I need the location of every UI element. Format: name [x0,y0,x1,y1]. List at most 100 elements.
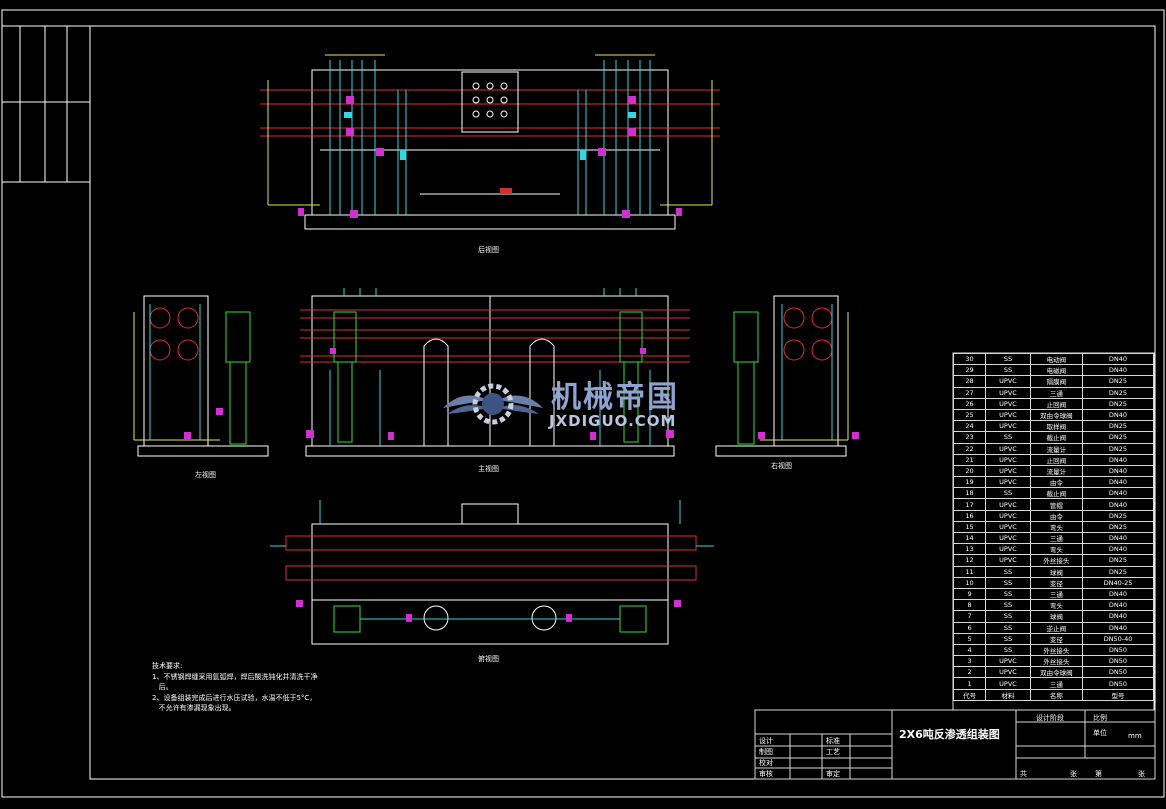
bom-no: 19 [952,476,987,489]
bom-spec: DN25 [1081,375,1155,388]
bom-material: UPVC [985,498,1031,511]
bom-spec: DN25 [1081,509,1155,522]
bom-name: 三通 [1029,386,1083,399]
bom-spec: DN40 [1081,610,1155,623]
bom-spec: DN25 [1081,554,1155,567]
bom-no: 16 [952,509,987,522]
bom-name: 电动阀 [1029,352,1083,366]
tb-sheet2: 张 [1138,770,1145,778]
tb-total: 共 [1020,770,1027,778]
bom-name: 三通 [1029,677,1083,690]
tb-scale: 比例 [1093,714,1107,722]
rear-view-label: 后视图 [478,246,499,254]
bom-spec: DN25 [1081,420,1155,433]
bom-name: 变径 [1029,632,1083,645]
bom-name: 电磁阀 [1029,364,1083,377]
bom-no: 5 [952,632,987,645]
bom-name: 双由令球阀 [1029,666,1083,679]
note-line-3: 2、设备组装完成后进行水压试验，水温不低于5°C， [152,693,317,702]
bom-spec: DN40 [1081,587,1155,601]
bom-no: 3 [952,655,987,668]
bom-material: SS [985,643,1031,657]
bom-no: 13 [952,543,987,556]
tb-approve: 审定 [826,770,840,778]
top-view-label: 俯视图 [478,655,499,663]
bom-name: 由令 [1029,476,1083,489]
bom-spec: DN25 [1081,397,1155,410]
bom-header-material: 材料 [985,688,1031,701]
inner-frame [89,25,1156,780]
bom-name: 弯头 [1029,543,1083,556]
main-view-label: 主视图 [478,465,499,473]
bom-material: SS [985,610,1031,623]
technical-notes: 技术要求: 1、不锈钢焊缝采用氩弧焊，焊后酸洗钝化并清洗干净 后。 2、设备组装… [152,661,317,714]
bom-material: SS [985,364,1031,377]
bom-name: 截止阀 [1029,487,1083,500]
drawing-title: 2X6吨反渗透组装图 [899,728,1000,741]
tb-standard: 标准 [826,737,840,745]
tb-design-stage: 设计阶段 [1036,714,1064,722]
tb-page: 第 [1095,770,1102,778]
bom-material: SS [985,565,1031,578]
bom-spec: DN50 [1081,666,1155,679]
bom-material: UPVC [985,543,1031,556]
bom-name: 由令 [1029,509,1083,522]
bom-no: 15 [952,520,987,534]
bom-header-row: 代号材料名称型号 [952,688,1155,701]
bom-material: UPVC [985,677,1031,690]
bom-spec: DN40 [1081,408,1155,422]
bom-material: UPVC [985,554,1031,567]
bom-material: UPVC [985,655,1031,668]
bom-no: 10 [952,576,987,589]
bom-spec: DN40 [1081,498,1155,511]
bom-name: 球阀 [1029,610,1083,623]
tb-unit: 单位 [1093,729,1107,737]
bom-spec: DN40 [1081,464,1155,478]
bom-no: 2 [952,666,987,679]
note-line-2: 后。 [152,683,173,691]
bom-name: 变径 [1029,576,1083,589]
title-block [754,709,1156,780]
bom-spec: DN40 [1081,453,1155,466]
bom-header-spec: 型号 [1081,688,1155,701]
rear-view [260,54,720,230]
bom-no: 12 [952,554,987,567]
bom-header-name: 名称 [1029,688,1083,701]
bom-name: 外丝接头 [1029,643,1083,657]
bom-name: 止回阀 [1029,453,1083,466]
bom-spec: DN25 [1081,565,1155,578]
outer-frame [1,9,1165,798]
main-view [300,288,690,457]
bom-material: UPVC [985,420,1031,433]
bom-name: 弯头 [1029,599,1083,612]
bom-name: 取样阀 [1029,420,1083,433]
bom-material: SS [985,352,1031,366]
bom-spec: DN40 [1081,352,1155,366]
bom-name: 球阀 [1029,565,1083,578]
bom-material: SS [985,599,1031,612]
bom-name: 双由令球阀 [1029,408,1083,422]
bom-material: UPVC [985,531,1031,545]
bom-no: 20 [952,464,987,478]
bom-material: UPVC [985,408,1031,422]
bom-no: 30 [952,352,987,366]
tb-unit-value: mm [1128,732,1142,740]
bom-material: UPVC [985,666,1031,679]
bom-name: 止回阀 [1029,397,1083,410]
